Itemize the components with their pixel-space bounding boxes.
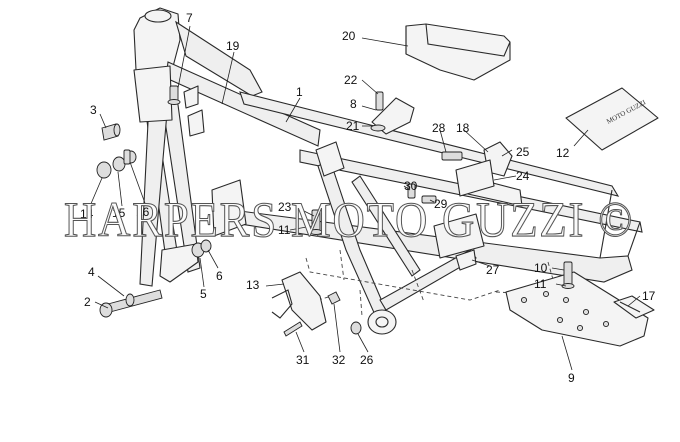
bracket-parts-18-25-28 <box>441 141 513 197</box>
callout-6: 6 <box>216 269 223 283</box>
callout-24: 24 <box>516 169 530 183</box>
callout-27: 27 <box>486 263 500 277</box>
callout-22: 22 <box>344 73 358 87</box>
callout-30: 30 <box>404 179 418 193</box>
callout-11-right: 11 <box>534 277 547 291</box>
frame-assembly <box>133 7 643 335</box>
battery-tray-part-20 <box>405 23 511 81</box>
callout-31: 31 <box>296 353 310 367</box>
callout-5: 5 <box>200 287 207 301</box>
callout-4: 4 <box>88 265 95 279</box>
callout-23: 23 <box>278 200 292 214</box>
watermark-text: HARPERS MOTO GUZZI © <box>64 191 634 247</box>
decal-part-12: MOTO GUZZI <box>565 87 659 151</box>
callout-19: 19 <box>226 39 240 53</box>
callout-13: 13 <box>246 278 260 292</box>
callout-labels: 1 2 3 4 5 6 7 8 9 10 11 11 12 13 14 15 1… <box>80 11 656 385</box>
callout-10: 10 <box>534 261 548 275</box>
leader-lines <box>89 25 641 371</box>
callout-1: 1 <box>296 85 303 99</box>
nut-part-32 <box>327 291 341 305</box>
bolt-parts-11-23 <box>309 209 323 235</box>
skid-plate-part-9 <box>505 271 649 347</box>
grommets-parts-14-16 <box>96 149 137 179</box>
callout-21: 21 <box>346 119 360 133</box>
callout-3: 3 <box>90 103 97 117</box>
bushings-parts-5-6 <box>191 239 212 258</box>
callout-8: 8 <box>350 97 357 111</box>
callout-26: 26 <box>360 353 374 367</box>
callout-17: 17 <box>642 289 656 303</box>
screw-part-31 <box>283 321 303 337</box>
bolt-parts-10-11 <box>561 261 575 289</box>
tab-part-27 <box>455 249 477 271</box>
callout-25: 25 <box>516 145 530 159</box>
callout-29: 29 <box>434 197 448 211</box>
callout-14: 14 <box>80 207 94 221</box>
callout-9: 9 <box>568 371 575 385</box>
callout-20: 20 <box>342 29 356 43</box>
rubber-pad-part-17 <box>613 295 655 319</box>
callout-11-left: 11 <box>278 223 291 237</box>
callout-2: 2 <box>84 295 91 309</box>
callout-28: 28 <box>432 121 446 135</box>
callout-32: 32 <box>332 353 346 367</box>
callout-16: 16 <box>136 205 150 219</box>
bracket-parts-8-21-22 <box>370 91 415 135</box>
callout-18: 18 <box>456 121 470 135</box>
hardware-part-7 <box>167 85 181 105</box>
callout-7: 7 <box>186 11 193 25</box>
bracket-plate-part-13 <box>271 271 327 331</box>
cap-part-3 <box>101 123 121 141</box>
callout-15: 15 <box>112 206 126 220</box>
nut-part-26 <box>350 321 362 335</box>
callout-12: 12 <box>556 146 570 160</box>
bolt-parts-2-4 <box>99 289 163 318</box>
